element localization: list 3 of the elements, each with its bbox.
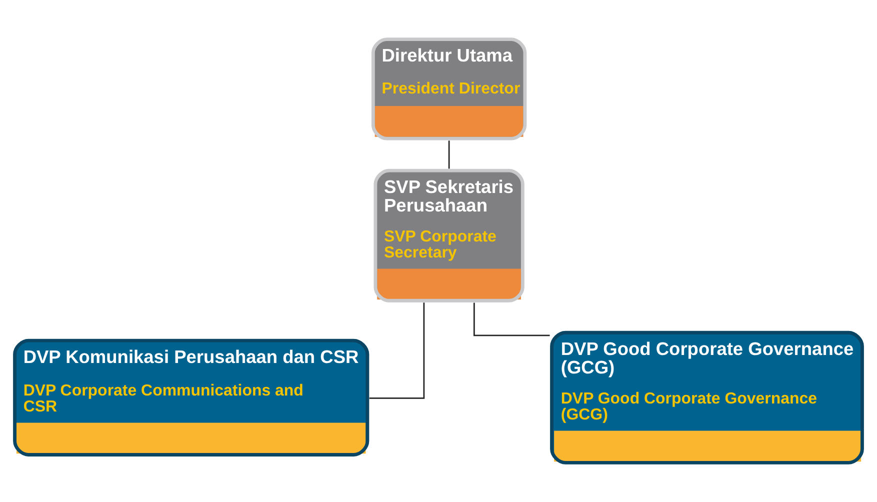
connector (369, 302, 425, 399)
connector (473, 302, 550, 336)
connector (448, 140, 450, 169)
